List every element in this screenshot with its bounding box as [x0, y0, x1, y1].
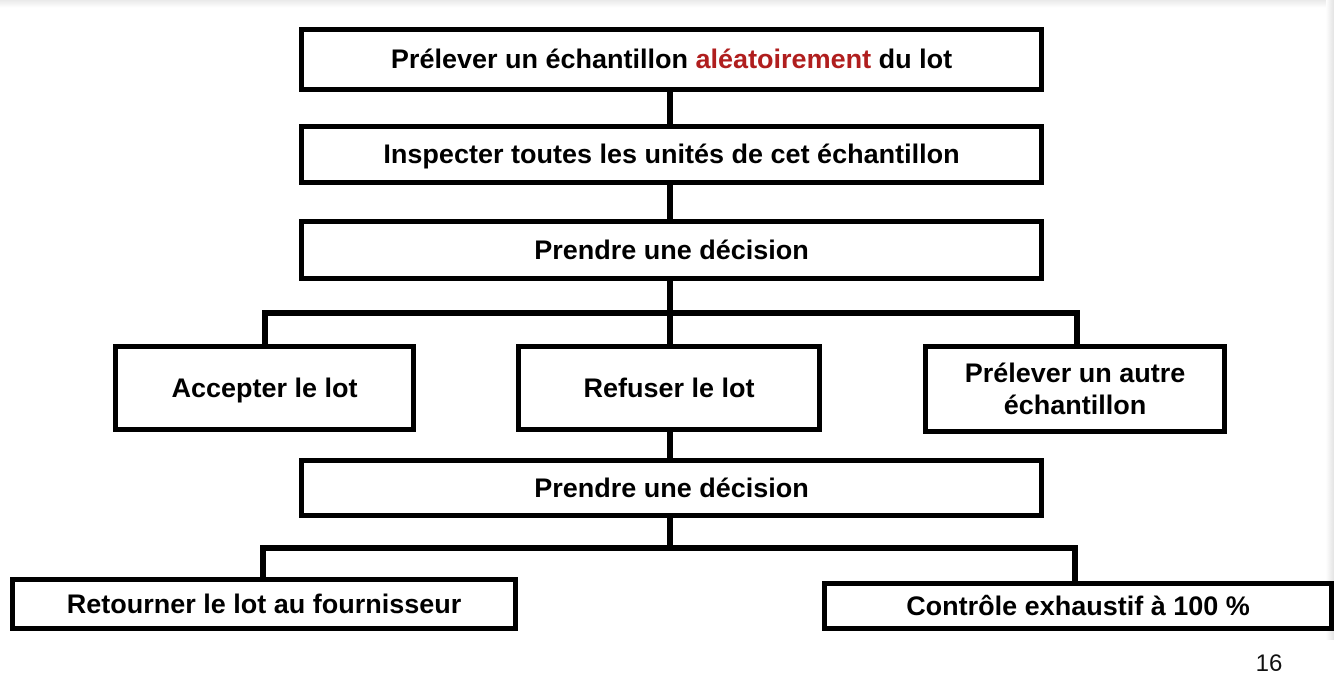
option-resample-text: Prélever un autre échantillon	[965, 357, 1186, 422]
slide-top-shadow	[0, 0, 1334, 8]
connector-step4-branch	[667, 516, 673, 549]
option-resample-line1: Prélever un autre	[964, 357, 1186, 388]
branch-drop-refuse	[667, 310, 673, 346]
page-number: 16	[1255, 650, 1283, 677]
branch-drop-accept	[262, 310, 268, 346]
step-inspect-label: Inspecter toutes les unités de cet échan…	[383, 139, 960, 170]
step-decision-2-label: Prendre une décision	[534, 472, 809, 503]
option-refuse-label: Refuser le lot	[583, 372, 755, 403]
step-make-decision-1: Prendre une décision	[299, 219, 1044, 281]
option-accept-lot: Accepter le lot	[113, 344, 416, 432]
branch-drop-full-inspection	[1072, 545, 1078, 583]
slide-right-shadow	[1326, 0, 1334, 640]
step-inspect-units: Inspecter toutes les unités de cet échan…	[299, 124, 1044, 185]
step-decision-1-label: Prendre une décision	[534, 234, 809, 265]
connector-step2-step3	[667, 183, 673, 221]
step-sample-highlight: aléatoirement	[695, 44, 872, 75]
option-accept-label: Accepter le lot	[171, 372, 358, 403]
outcome-full-inspection-label: Contrôle exhaustif à 100 %	[906, 590, 1250, 621]
option-resample-line2: échantillon	[1003, 390, 1147, 420]
step-make-decision-2: Prendre une décision	[299, 458, 1044, 518]
branch-bar-outcomes	[260, 545, 1078, 551]
outcome-full-inspection: Contrôle exhaustif à 100 %	[822, 581, 1334, 631]
step-sample-text-after: du lot	[871, 44, 953, 75]
branch-drop-return	[260, 545, 266, 579]
connector-refuse-step4	[667, 430, 673, 460]
connector-step1-step2	[667, 90, 673, 126]
branch-drop-resample	[1074, 310, 1080, 346]
option-resample: Prélever un autre échantillon	[923, 344, 1227, 434]
step-sample-text: Prélever un échantillon aléatoirement du…	[391, 43, 952, 75]
step-sample-text-before: Prélever un échantillon	[390, 44, 696, 75]
outcome-return-label: Retourner le lot au fournisseur	[66, 588, 462, 619]
option-refuse-lot: Refuser le lot	[516, 344, 822, 432]
outcome-return-to-supplier: Retourner le lot au fournisseur	[10, 577, 518, 631]
connector-step3-branch	[667, 279, 673, 315]
step-sample-randomly: Prélever un échantillon aléatoirement du…	[299, 27, 1044, 92]
